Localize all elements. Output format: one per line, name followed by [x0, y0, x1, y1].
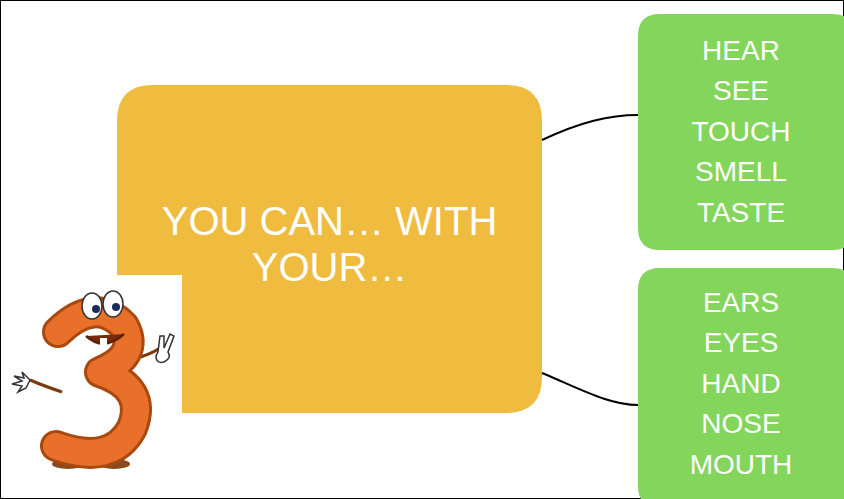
- list-word: TOUCH: [691, 112, 790, 153]
- cartoon-tooth: [100, 338, 107, 345]
- list-word: HEAR: [702, 31, 780, 72]
- list-word: TASTE: [697, 193, 785, 234]
- box-fill: [638, 14, 844, 250]
- list-word: SEE: [713, 71, 769, 112]
- curved-connector: [542, 115, 638, 140]
- cartoon-eye: [103, 291, 123, 317]
- curved-connector: [542, 373, 638, 405]
- list-word: EARS: [703, 283, 779, 324]
- box-fill: [638, 268, 844, 499]
- body-part-box: EARSEYESHANDNOSEMOUTH: [638, 268, 844, 499]
- cartoon-eye: [82, 293, 102, 319]
- list-word: HAND: [701, 364, 780, 405]
- prompt-box: YOU CAN… WITH YOUR…: [117, 85, 542, 413]
- list-word: NOSE: [701, 404, 780, 445]
- prompt-text: YOU CAN… WITH YOUR…: [137, 198, 522, 290]
- list-word: EYES: [704, 323, 779, 364]
- list-word: SMELL: [695, 152, 787, 193]
- cartoon-three-body: [56, 312, 136, 453]
- cartoon-arm: [30, 380, 62, 392]
- cartoon-pupil: [92, 305, 100, 313]
- list-word: MOUTH: [690, 445, 793, 486]
- verb-box: HEARSEETOUCHSMELLTASTE: [638, 14, 844, 250]
- box-fill: [117, 85, 542, 413]
- cartoon-pupil: [112, 303, 120, 311]
- cartoon-glove: [12, 372, 30, 392]
- cartoon-three-outline: [56, 312, 136, 453]
- cartoon-glove: [156, 334, 174, 362]
